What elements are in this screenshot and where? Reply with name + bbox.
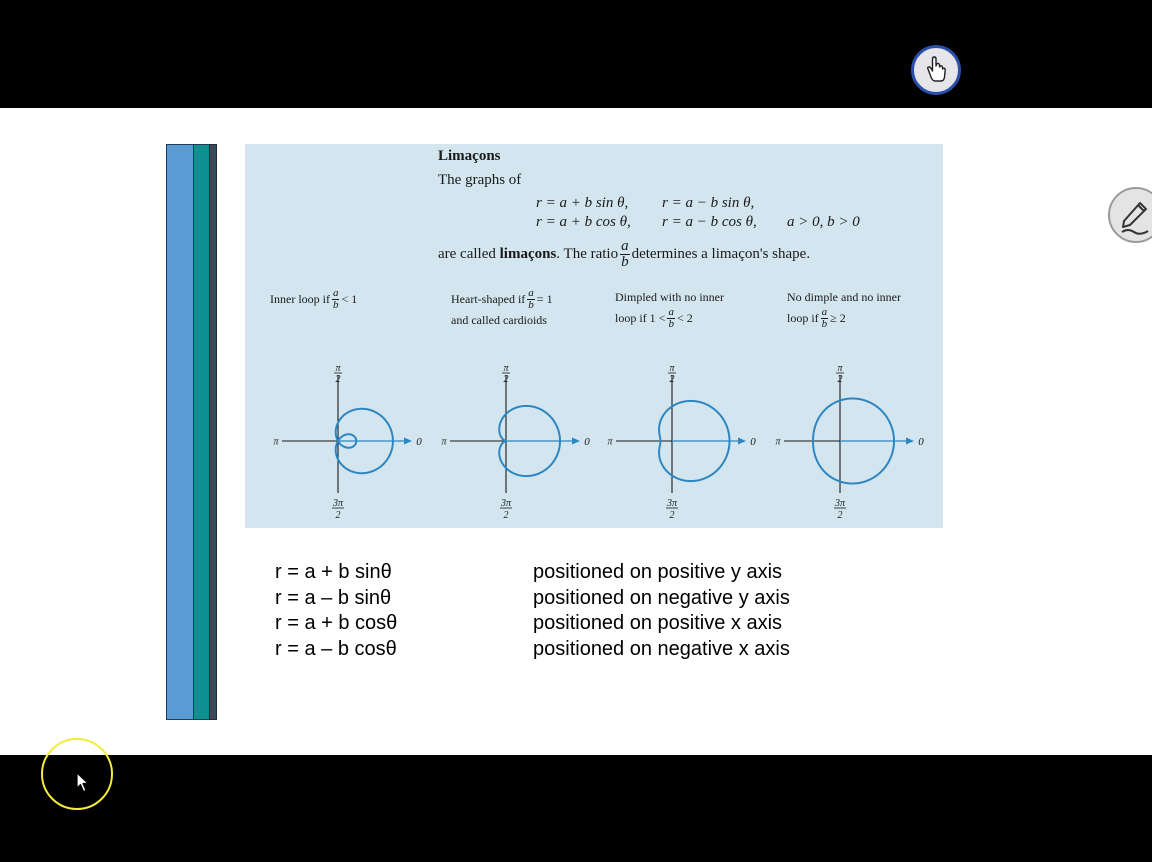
- label-pi-over-2-den: 2: [838, 374, 843, 385]
- limacon-curve: [812, 397, 895, 485]
- equation-item: r = a + b cosθ: [275, 612, 398, 634]
- pen-icon: [1121, 202, 1149, 235]
- label-pi: π: [775, 437, 781, 448]
- equation-list: r = a + b sinθ r = a – b sinθ r = a + b …: [275, 560, 397, 662]
- limacon-definition: are called limaçons . The ratio a b dete…: [438, 239, 810, 270]
- axis-arrow: [738, 437, 746, 445]
- definition-bold: limaçons: [499, 246, 557, 262]
- description-item: positioned on positive y axis: [533, 561, 783, 583]
- hand-pointer-icon: [926, 56, 946, 82]
- description-item: positioned on negative x axis: [533, 637, 790, 660]
- equation-item: r = a – b sinθ: [275, 586, 392, 609]
- label-pi: π: [607, 437, 613, 448]
- description-item: positioned on positive x axis: [533, 612, 783, 634]
- equation-item: r = a – b cosθ: [275, 637, 397, 660]
- eq-row1-b: r = a − b sin θ,: [662, 195, 755, 211]
- top-black-bar: [0, 0, 1152, 108]
- definition-mid: . The ratio: [556, 246, 619, 262]
- label-3pi-over-2-den: 2: [838, 510, 843, 521]
- label-3pi-over-2-num: 3π: [666, 498, 678, 509]
- axis-arrow: [906, 437, 914, 445]
- limacon-curve: [498, 404, 561, 478]
- label-3pi-over-2-num: 3π: [834, 498, 846, 509]
- label-pi-over-2-num: π: [335, 363, 341, 374]
- panel-intro: The graphs of: [438, 172, 522, 188]
- ratio-fraction: a b: [620, 238, 630, 270]
- eq-row2-condition: a > 0, b > 0: [787, 214, 860, 230]
- mouse-cursor-icon: [76, 772, 89, 793]
- cursor-highlight-ring: [41, 738, 113, 810]
- limacon-curve: [334, 407, 394, 475]
- label-3pi-over-2-num: 3π: [500, 498, 512, 509]
- bottom-black-bar: [0, 755, 1152, 862]
- label-pi: π: [441, 437, 447, 448]
- label-pi-over-2-num: π: [669, 363, 675, 374]
- label-pi-over-2-den: 2: [504, 374, 509, 385]
- definition-suffix: determines a limaçon's shape.: [631, 246, 811, 262]
- decor-stripe-teal: [194, 144, 209, 720]
- label-pi-over-2-num: π: [503, 363, 509, 374]
- hand-pointer-button[interactable]: [911, 45, 961, 95]
- axis-arrow: [404, 437, 412, 445]
- pen-tool-button[interactable]: [1108, 187, 1152, 243]
- panel-title: Limaçons: [438, 148, 501, 164]
- decor-stripe-dark: [209, 144, 217, 720]
- limacon-figure-panel: Limaçons The graphs of r = a + b sin θ, …: [245, 144, 943, 528]
- eq-row1-a: r = a + b sin θ,: [536, 195, 629, 211]
- description-item: positioned on negative y axis: [533, 586, 790, 609]
- axis-arrow: [572, 437, 580, 445]
- label-zero: 0: [750, 436, 756, 448]
- label-pi-over-2-den: 2: [336, 374, 341, 385]
- label-pi-over-2-den: 2: [670, 374, 675, 385]
- label-zero: 0: [918, 436, 924, 448]
- equation-item: r = a + b sinθ: [275, 561, 392, 583]
- label-zero: 0: [584, 436, 590, 448]
- label-pi-over-2-num: π: [837, 363, 843, 374]
- label-zero: 0: [416, 436, 422, 448]
- definition-prefix: are called: [438, 246, 500, 262]
- eq-row2-a: r = a + b cos θ,: [536, 214, 631, 230]
- label-3pi-over-2-den: 2: [504, 510, 509, 521]
- label-3pi-over-2-num: 3π: [332, 498, 344, 509]
- decor-stripe-blue: [166, 144, 194, 720]
- label-pi: π: [273, 437, 279, 448]
- limacon-curve: [658, 399, 731, 483]
- label-3pi-over-2-den: 2: [336, 510, 341, 521]
- eq-row2-b: r = a − b cos θ,: [662, 214, 757, 230]
- label-3pi-over-2-den: 2: [670, 510, 675, 521]
- description-list: positioned on positive y axis positioned…: [533, 560, 790, 662]
